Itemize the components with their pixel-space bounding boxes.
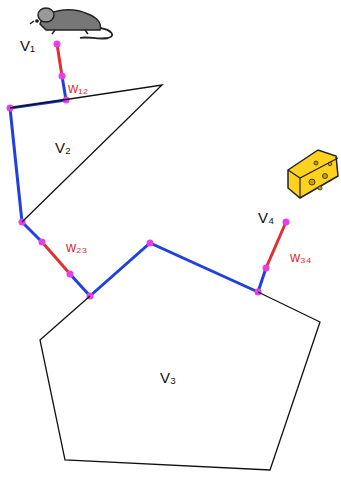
vertex-label: V₄ [258,210,274,225]
path-dots [7,41,290,296]
weight-label: w₃₄ [290,250,312,264]
region-label: V₂ [55,140,71,155]
vertex-label: V₁ [20,38,35,53]
weight-label: w₁₂ [68,81,88,95]
pentagon-region: V₃ [40,292,320,470]
weight-label: w₂₃ [66,240,87,254]
mouse-icon [30,8,112,39]
path-connector [19,219,94,300]
region-label: V₃ [160,370,176,385]
region-outline [10,85,162,222]
cheese-icon [288,150,338,198]
region-outline [40,292,320,470]
triangle-region: V₂ [10,85,162,222]
shortest-path [10,44,286,296]
